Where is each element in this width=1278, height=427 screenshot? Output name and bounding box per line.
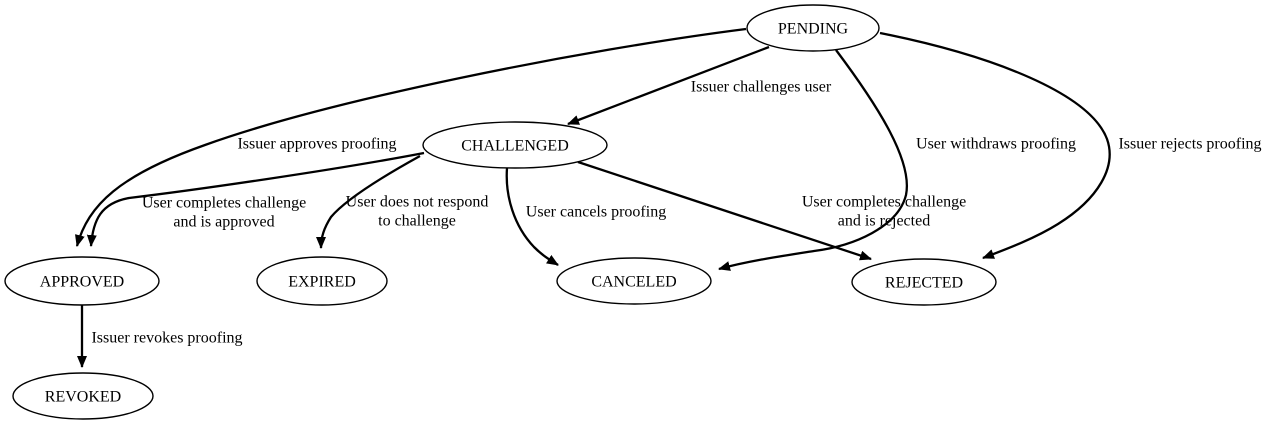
- node-approved-label: APPROVED: [40, 274, 124, 291]
- edge-challenged-canceled: [505, 167, 559, 266]
- edge-challenged-rejected: [577, 160, 872, 261]
- edge-pending-rejected: [879, 31, 1111, 260]
- node-pending-ellipse: [746, 4, 880, 52]
- edge-label-user-cancels-proofing: User cancels proofing: [526, 204, 666, 221]
- edge-pending-canceled: [718, 49, 909, 271]
- edge-label-issuer-challenges-user: Issuer challenges user: [691, 79, 832, 96]
- node-rejected-ellipse: [851, 258, 997, 306]
- node-expired-label: EXPIRED: [288, 274, 356, 291]
- edge-label-user-withdraws-proofing: User withdraws proofing: [916, 136, 1076, 153]
- edge-label-issuer-rejects-proofing: Issuer rejects proofing: [1118, 136, 1261, 153]
- edge-label-completes-approved-line1: User completes challenge: [142, 195, 306, 212]
- edge-label-completes-rejected-line1: User completes challenge: [802, 194, 966, 211]
- node-pending: PENDING: [746, 4, 880, 52]
- edge-pending-approved: [75, 27, 747, 247]
- edge-label-completes-approved-line2: and is approved: [173, 214, 274, 231]
- node-rejected-label: REJECTED: [885, 275, 963, 292]
- edge-challenged-expired: [316, 154, 421, 249]
- node-rejected: REJECTED: [851, 258, 997, 306]
- node-group: PENDING CHALLENGED APPROVED EXPIRED CANC…: [4, 4, 997, 420]
- node-challenged-ellipse: [422, 121, 608, 169]
- node-pending-label: PENDING: [778, 21, 849, 38]
- node-expired: EXPIRED: [256, 256, 388, 306]
- node-revoked-label: REVOKED: [45, 389, 121, 406]
- node-challenged-label: CHALLENGED: [461, 138, 569, 155]
- node-canceled-ellipse: [556, 257, 712, 305]
- edge-label-issuer-revokes-proofing: Issuer revokes proofing: [91, 330, 242, 347]
- edge-label-group: Issuer challenges user Issuer approves p…: [91, 79, 1261, 347]
- edge-challenged-approved: [86, 151, 425, 247]
- node-canceled: CANCELED: [556, 257, 712, 305]
- edge-label-issuer-approves-proofing: Issuer approves proofing: [237, 136, 396, 153]
- edge-label-no-respond-line1: User does not respond: [346, 194, 489, 211]
- edge-group: [75, 27, 1111, 368]
- node-revoked: REVOKED: [12, 372, 154, 420]
- edge-pending-challenged: [567, 45, 770, 126]
- edge-label-completes-rejected-line2: and is rejected: [838, 213, 930, 230]
- edge-label-no-respond-line2: to challenge: [378, 213, 456, 230]
- node-revoked-ellipse: [12, 372, 154, 420]
- node-canceled-label: CANCELED: [591, 274, 676, 291]
- node-challenged: CHALLENGED: [422, 121, 608, 169]
- node-expired-ellipse: [256, 256, 388, 306]
- node-approved: APPROVED: [4, 256, 160, 306]
- node-approved-ellipse: [4, 256, 160, 306]
